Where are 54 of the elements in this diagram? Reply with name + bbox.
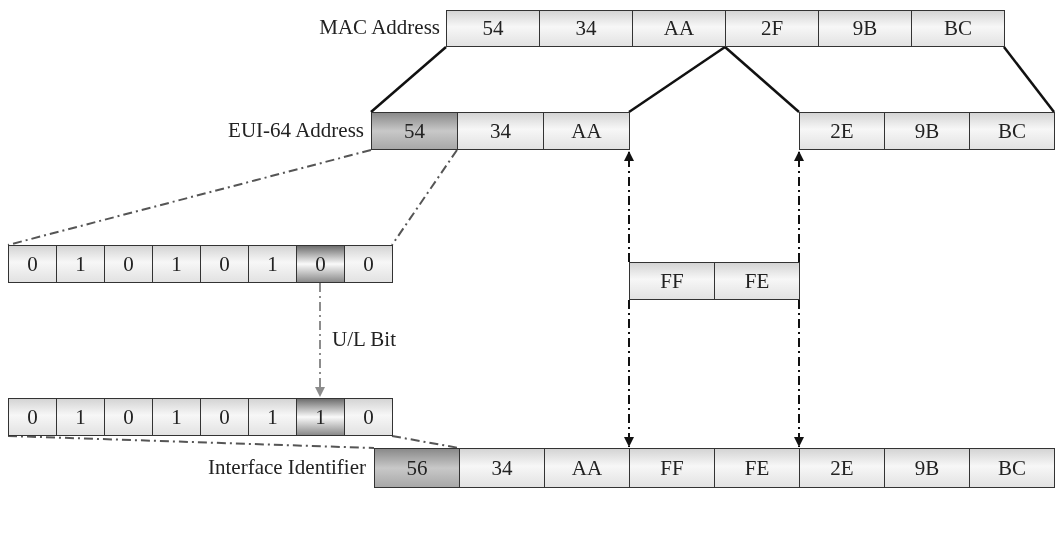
bit-cell: 1 [152, 245, 201, 283]
arrow [624, 150, 634, 263]
byte-cell: 2F [725, 10, 819, 47]
bit-cell: 0 [344, 245, 393, 283]
byte-cell: 34 [459, 448, 545, 488]
byte-cell: 34 [457, 112, 544, 150]
byte-cell: 2E [799, 448, 885, 488]
bit-cell: 1 [56, 398, 105, 436]
bit-cell: 0 [200, 245, 249, 283]
byte-cell: 56 [374, 448, 460, 488]
byte-cell: 2E [799, 112, 885, 150]
row-label: MAC Address [319, 15, 440, 40]
bit-cell: 0 [104, 398, 153, 436]
byte-cell: BC [969, 112, 1055, 150]
bit-cell: 1 [296, 398, 345, 436]
bit-cell: 0 [200, 398, 249, 436]
byte-cell: 9B [818, 10, 912, 47]
bit-cell: 1 [56, 245, 105, 283]
byte-cell: FE [714, 262, 800, 300]
byte-cell: FE [714, 448, 800, 488]
byte-cell: 54 [371, 112, 458, 150]
bit-cell: 0 [296, 245, 345, 283]
projection-line [628, 45, 726, 114]
byte-cell: 54 [446, 10, 540, 47]
bit-cell: 1 [248, 398, 297, 436]
byte-cell: 34 [539, 10, 633, 47]
bit-cell: 1 [152, 398, 201, 436]
byte-cell: AA [632, 10, 726, 47]
arrow [794, 299, 804, 448]
projection-line [7, 149, 372, 246]
projection-line [1003, 46, 1055, 113]
byte-cell: BC [911, 10, 1005, 47]
bit-cell: 1 [248, 245, 297, 283]
byte-cell: FF [629, 262, 715, 300]
projection-line [370, 46, 447, 113]
byte-cell: FF [629, 448, 715, 488]
byte-cell: 9B [884, 112, 970, 150]
bit-cell: 0 [8, 245, 57, 283]
projection-line [724, 46, 800, 113]
bit-cell: 0 [344, 398, 393, 436]
byte-cell: BC [969, 448, 1055, 488]
arrow [624, 299, 634, 448]
bit-cell: 0 [104, 245, 153, 283]
arrow [315, 282, 325, 398]
projection-line [391, 149, 458, 246]
projection-line [7, 435, 375, 449]
bit-cell: 0 [8, 398, 57, 436]
row-label: EUI-64 Address [228, 118, 364, 143]
row-label: Interface Identifier [208, 455, 366, 480]
arrow [794, 150, 804, 263]
projection-line [391, 435, 460, 449]
byte-cell: AA [544, 448, 630, 488]
byte-cell: AA [543, 112, 630, 150]
byte-cell: 9B [884, 448, 970, 488]
